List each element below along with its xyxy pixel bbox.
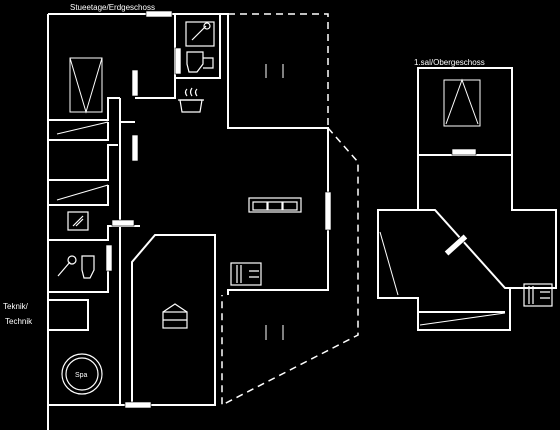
- kitchen-pot-icon: [178, 87, 204, 113]
- spa-icon: [61, 353, 103, 395]
- upper-floor-title: 1.sal/Obergeschoss: [414, 58, 485, 67]
- bunk-bed-icon: [230, 262, 262, 286]
- ground-floor: [47, 10, 359, 430]
- bunk-bed-icon: [523, 283, 553, 307]
- toilet-icon: [81, 255, 95, 279]
- technical-room-label-2: Technik: [5, 317, 33, 326]
- ground-floor-title: Stueetage/Erdgeschoss: [70, 3, 155, 12]
- bed-icon: [162, 303, 188, 329]
- sofa-icon: [248, 197, 302, 213]
- washing-machine-icon: [67, 211, 89, 231]
- shower-icon: [57, 255, 77, 277]
- upper-floor: [377, 67, 557, 331]
- shower-icon: [185, 21, 215, 47]
- spa-label: Spa: [75, 372, 88, 379]
- toilet-icon: [186, 51, 214, 73]
- technical-room-label-1: Teknik/: [3, 302, 29, 311]
